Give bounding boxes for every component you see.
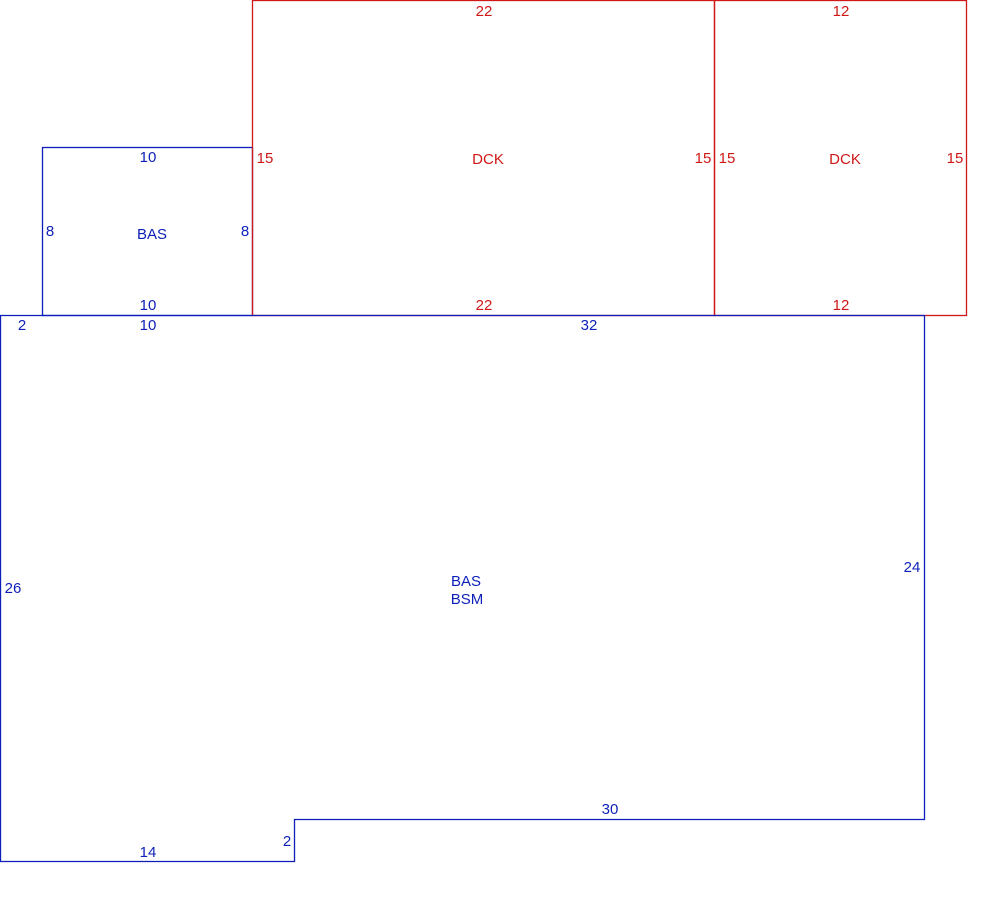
main-top-right-dimension: 32 <box>581 317 598 334</box>
main-area-label-bsm: BSM <box>451 591 484 608</box>
bas-small-right-dimension: 8 <box>241 223 249 240</box>
bas-small-top-dimension: 10 <box>140 149 157 166</box>
main-bottom-right-dimension: 30 <box>602 801 619 818</box>
deck-main-area-label: DCK <box>472 151 504 168</box>
deck-main-left-dimension: 15 <box>257 150 274 167</box>
bas-small-bottom-dimension: 10 <box>140 297 157 314</box>
main-bottom-step-dimension: 2 <box>283 833 291 850</box>
deck-side-bottom-dimension: 12 <box>833 297 850 314</box>
main-top-step-dimension: 2 <box>18 317 26 334</box>
deck-main-bottom-dimension: 22 <box>476 297 493 314</box>
deck-side-right-dimension: 15 <box>947 150 964 167</box>
deck-main-top-dimension: 22 <box>476 3 493 20</box>
main-left-dimension: 26 <box>5 580 22 597</box>
main-top-left-dimension: 10 <box>140 317 157 334</box>
main-bottom-left-dimension: 14 <box>140 844 157 861</box>
main-right-dimension: 24 <box>904 559 921 576</box>
deck-side-area-label: DCK <box>829 151 861 168</box>
bas-small-left-dimension: 8 <box>46 223 54 240</box>
main-area-label-bas: BAS <box>451 573 481 590</box>
deck-main-right-dimension: 15 <box>695 150 712 167</box>
deck-side-top-dimension: 12 <box>833 3 850 20</box>
deck-side-left-dimension: 15 <box>719 150 736 167</box>
main-area-outline <box>0 314 926 863</box>
bas-small-area-label: BAS <box>137 226 167 243</box>
